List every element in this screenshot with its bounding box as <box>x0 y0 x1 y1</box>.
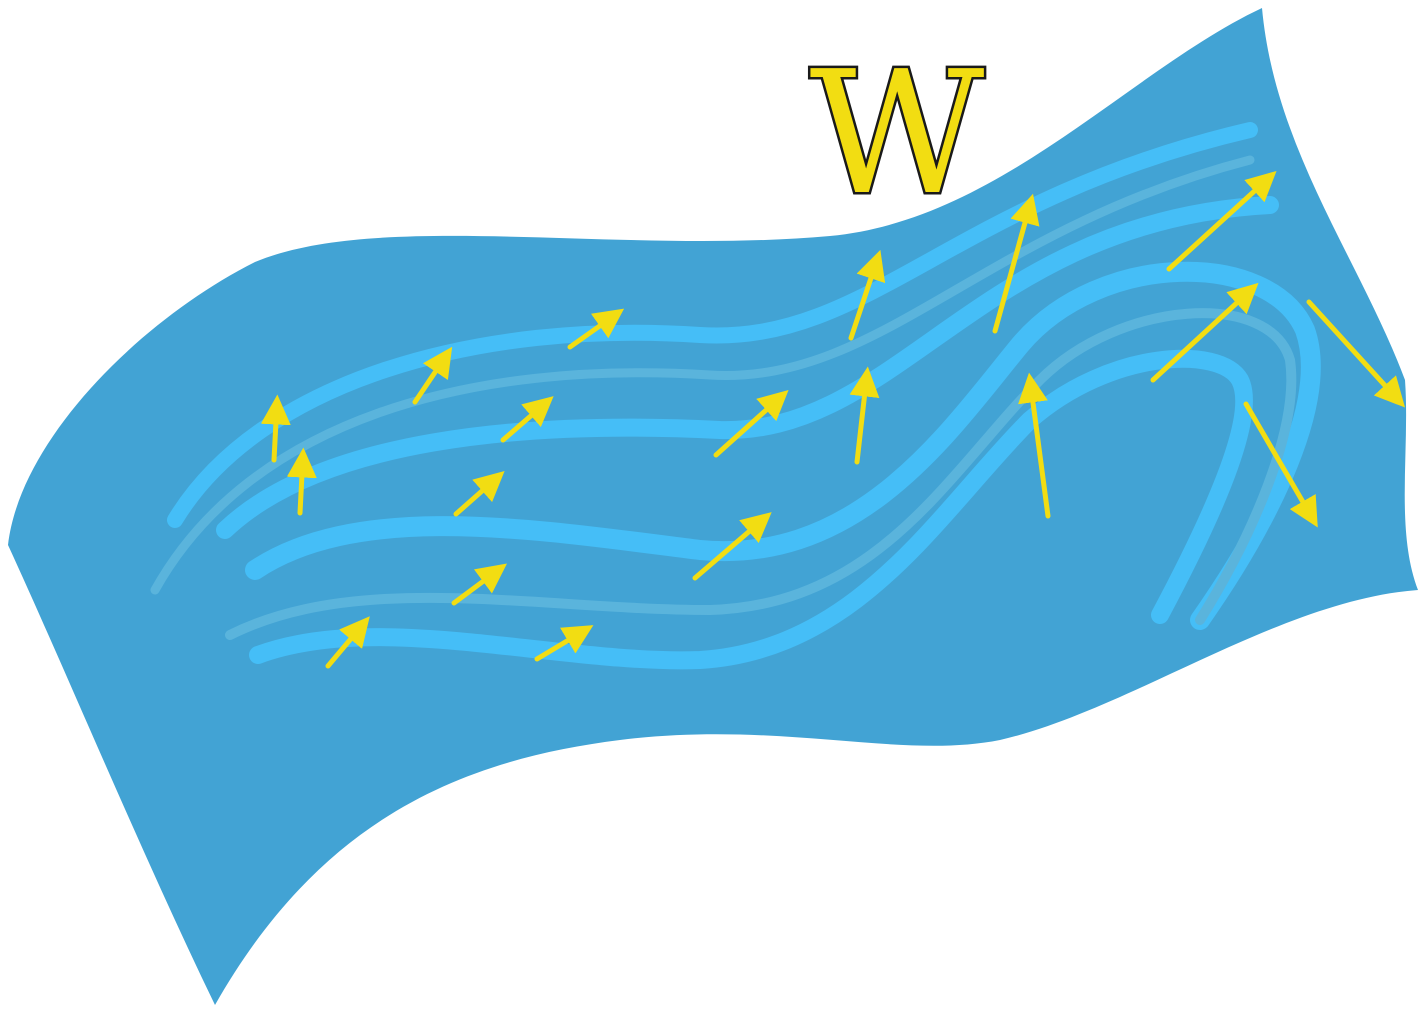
surface-label: W <box>810 35 985 233</box>
arrow-icon <box>300 455 303 513</box>
arrow-icon <box>274 402 277 460</box>
